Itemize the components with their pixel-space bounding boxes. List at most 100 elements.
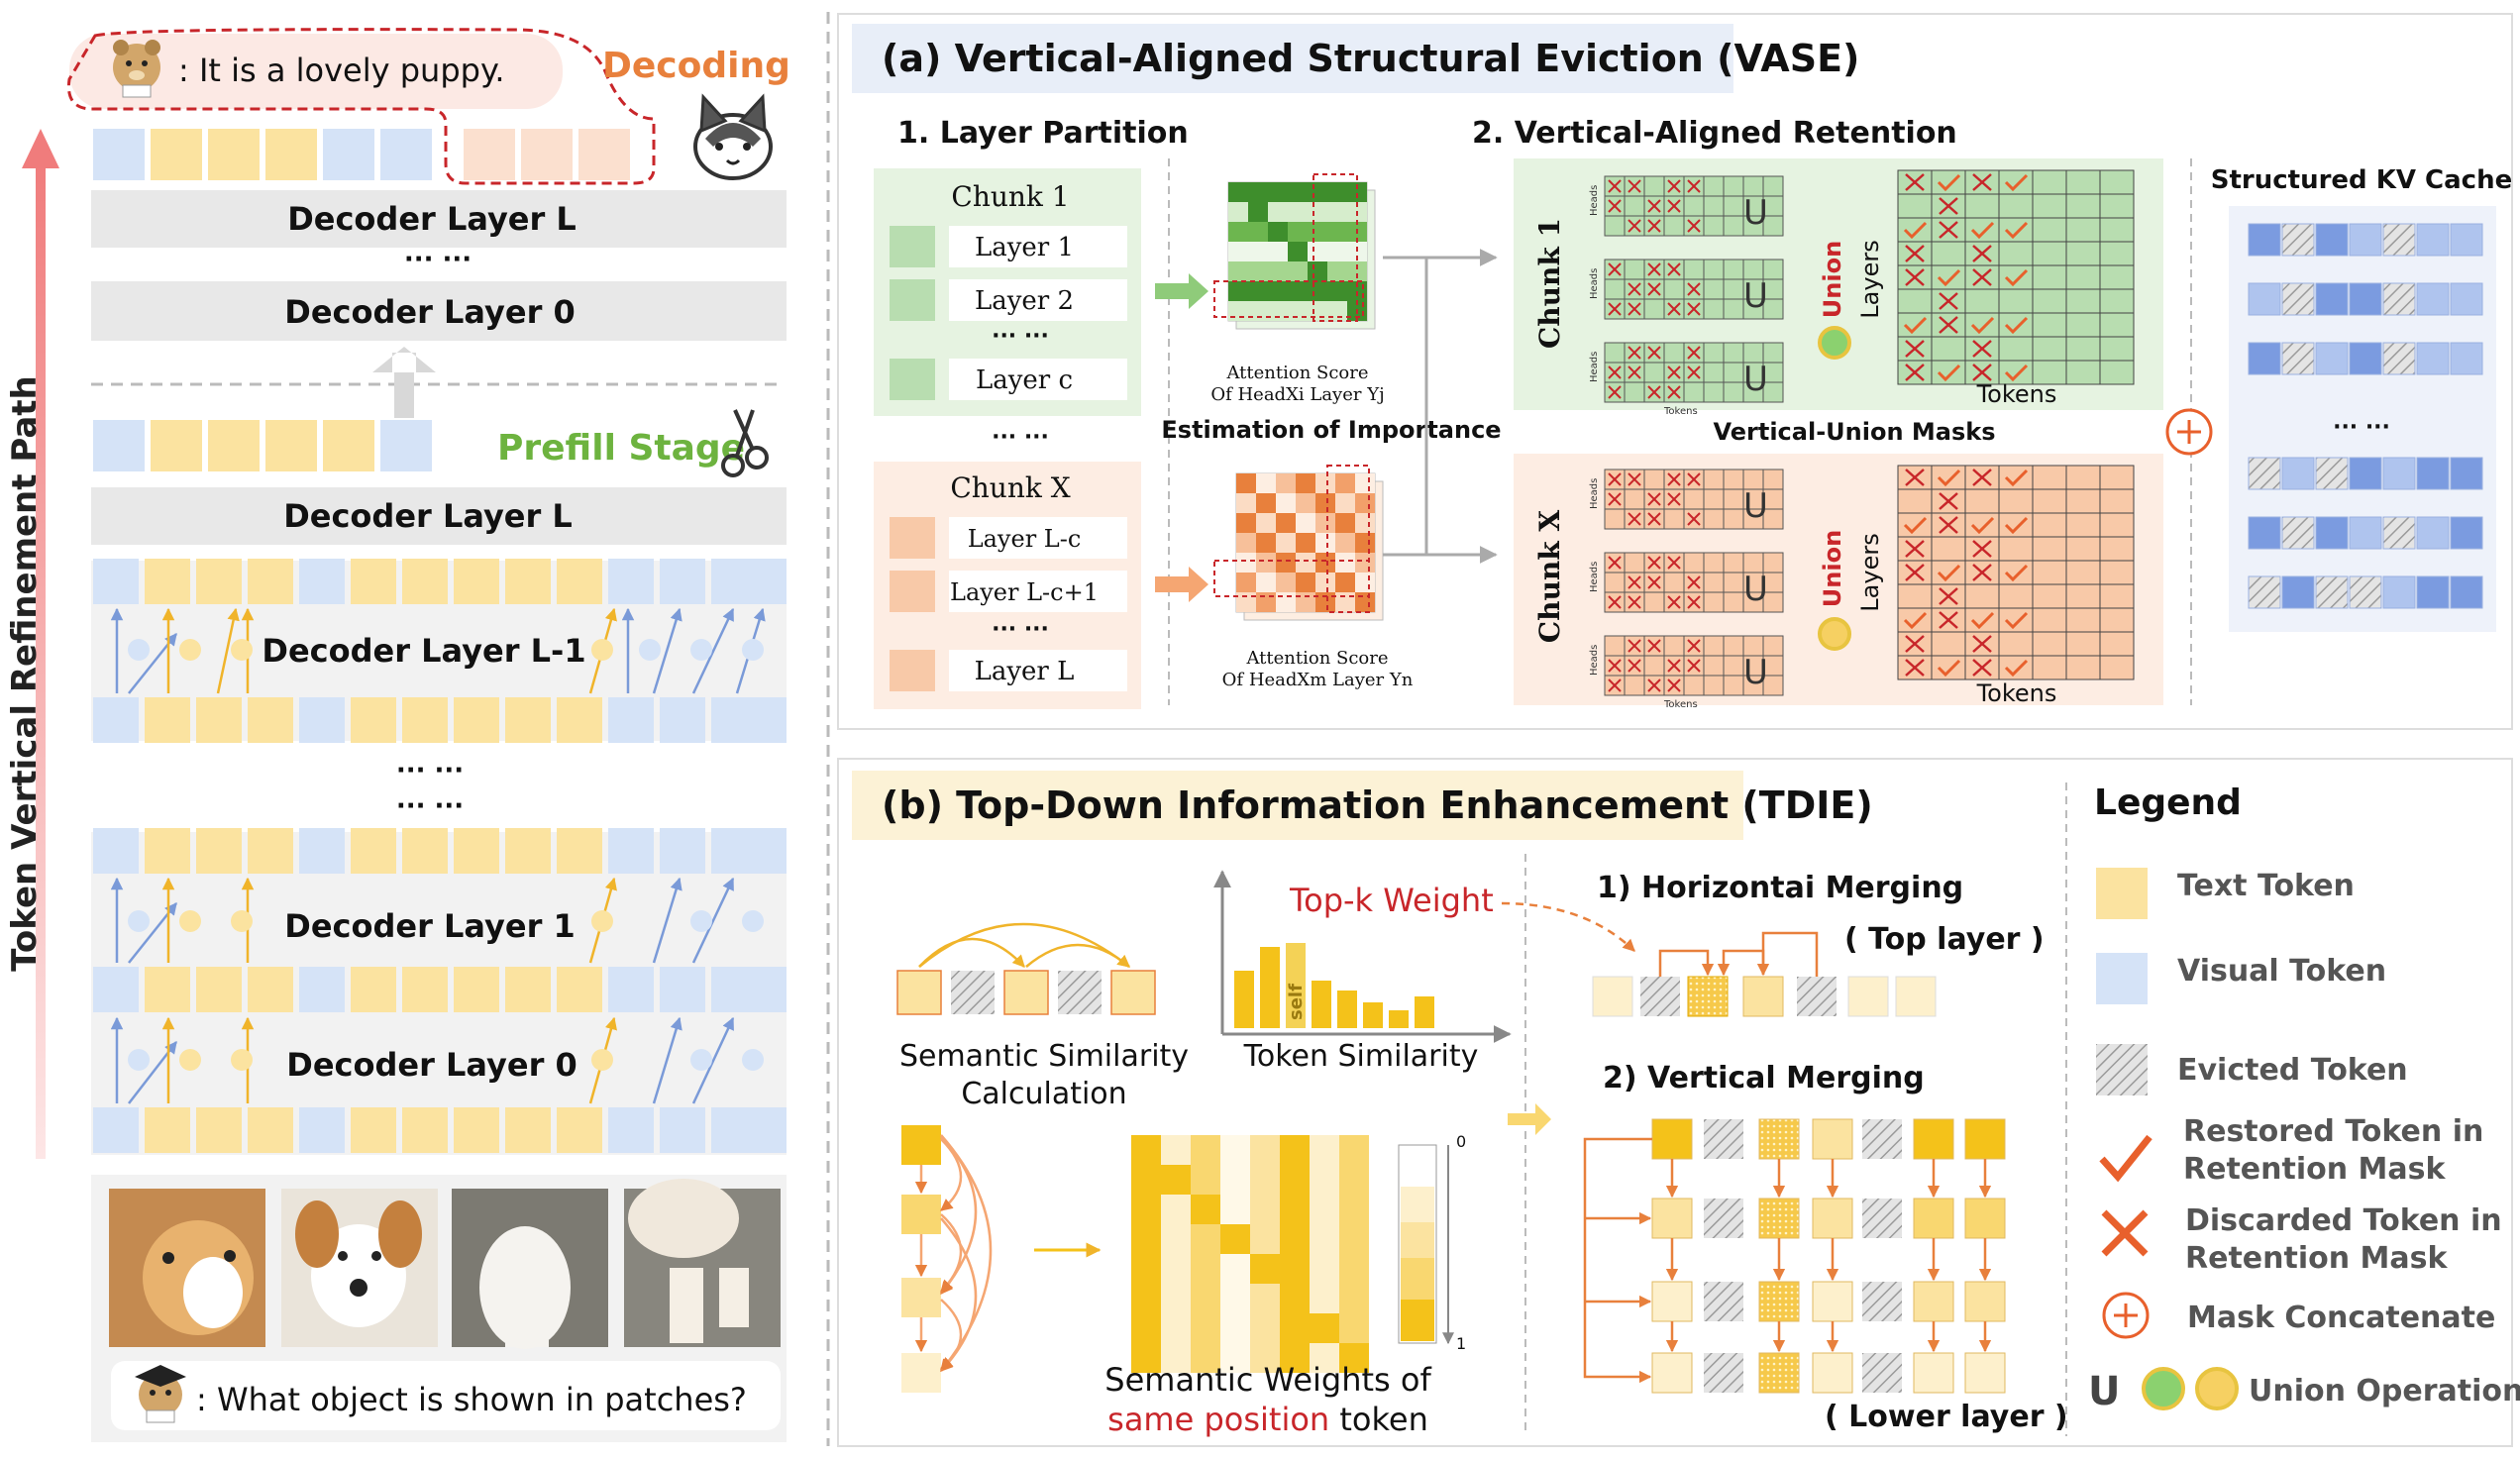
check-mark [2004,469,2029,487]
mask-cell [1663,342,1685,364]
check-mark [1970,516,1995,535]
chunk1-side: Chunk 1 [1533,218,1566,349]
weight-cell [1220,1254,1250,1284]
union-cell [1998,512,2034,538]
cross-mark [1905,540,1925,558]
attention-cell [1327,261,1347,281]
cache-cell [2416,282,2450,316]
chunk1-layer1: Layer 1 [975,233,1074,262]
scale-0: 0 [1456,1132,1466,1151]
attention-cell [1288,261,1308,281]
mask-cell [1703,469,1725,490]
weight-cell [1191,1224,1220,1254]
weight-cell [1250,1165,1280,1195]
green-arrow [1155,273,1208,309]
cross-mark [1628,659,1641,673]
chunkx-side: Chunk X [1533,510,1566,644]
cross-mark [1647,199,1661,213]
mask-cell [1703,175,1725,197]
weight-cell [1161,1135,1191,1165]
mask-cell [1703,342,1725,364]
cache-cell [2450,342,2483,375]
attention-cell [1236,473,1256,493]
cache-cell [2315,223,2349,257]
weight-cell [1220,1165,1250,1195]
mask-cell [1723,635,1744,657]
cross-mark [1628,512,1641,526]
decoder-layer-L [91,487,787,545]
weight-cell [1250,1313,1280,1343]
topk-arrow [1501,901,1635,952]
merge-bracket [1583,1137,1652,1384]
chunk1-dots: ··· ··· [992,324,1049,349]
mask-cell [1723,362,1744,383]
tdie-panel: (b) Top-Down Information Enhancement (TD… [852,771,2520,1438]
attention-cell [1327,202,1347,222]
union-cell [1931,241,1966,266]
attention-cell [1347,261,1367,281]
vertical-title: 2) Vertical Merging [1603,1061,1925,1095]
attention-cell [1355,513,1375,533]
weight-cell [1339,1254,1369,1284]
weight-cell [1191,1165,1220,1195]
weight-cell [1310,1254,1339,1284]
prefill-token-row [93,420,432,471]
merge-token [1913,1118,1954,1160]
mask-cell [1643,591,1665,613]
answer-bubble [69,34,563,109]
orange-attention-matrix [1213,465,1384,621]
merge-token [1862,1282,1902,1321]
cross-mark [1608,472,1622,486]
heads-label: Heads [1589,478,1600,509]
cross-mark [1687,346,1701,360]
tdie-title: (b) Top-Down Information Enhancement (TD… [882,783,1873,827]
union-cell [2099,607,2135,633]
legend-discarded-1: Discarded Token in [2185,1203,2502,1238]
union-cell [2099,241,2135,266]
union-cell [2065,169,2101,195]
check-mark [2004,564,2029,582]
cross-mark [1647,219,1661,233]
weight-cell [1310,1313,1339,1343]
cross-mark [1972,540,1992,558]
cross-mark [1939,587,1958,605]
attention-cell [1308,242,1327,261]
vase-panel: (a) Vertical-Aligned Structural Eviction… [852,24,2512,710]
weight-cell [1131,1165,1161,1195]
mask-cell [1723,675,1744,696]
attention-cell [1228,202,1248,222]
chunk1-layer2: Layer 2 [975,286,1074,316]
mask-cell [1703,259,1725,280]
mask-cell [1663,572,1685,593]
weight-cell [1191,1254,1220,1284]
cross-mark [1628,365,1641,379]
union-cell [2099,169,2135,195]
weight-cell [1339,1343,1369,1373]
mask-cell [1663,508,1685,530]
attention-cell [1296,573,1315,592]
union-cell [2065,583,2101,609]
union-cell [2065,607,2101,633]
cross-mark [1972,364,1992,381]
union-cell [1998,583,2034,609]
union-cell [1931,360,1966,385]
cross-mark [1972,635,1992,653]
chunkx-layer1: Layer L-c [968,525,1082,553]
mask-cell [1703,215,1725,237]
cross-mark [1972,659,1992,677]
cache-cell [2450,282,2483,316]
mask-cell [1762,381,1784,403]
cross-mark [1687,179,1701,193]
layers-label-1: Layers [1856,240,1884,318]
attention-cell [1228,182,1248,202]
cross-mark [1905,364,1925,381]
mask-cell [1723,381,1744,403]
side-label: Token Vertical Refinement Path [5,375,45,972]
attention-cell [1268,182,1288,202]
student-avatar-icon [135,1365,186,1423]
cross-mark [1667,365,1681,379]
cache-cell [2248,457,2281,490]
union-cell [1897,607,1933,633]
weight-cell [1131,1313,1161,1343]
union-cell [2032,193,2067,219]
